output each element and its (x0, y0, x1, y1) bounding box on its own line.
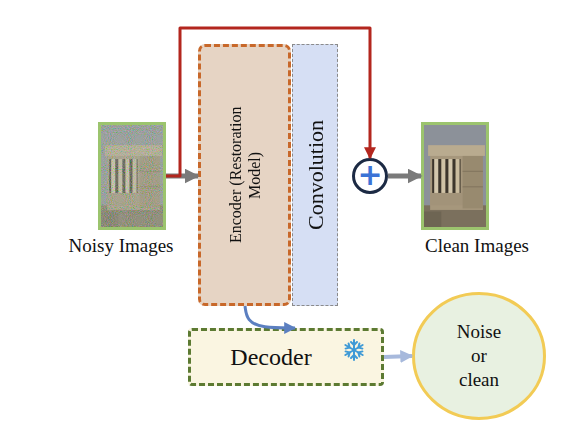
frozen-snowflake-icon (344, 340, 364, 360)
arrow-connector (166, 174, 198, 179)
temple-photo (421, 122, 489, 230)
noise-tint (98, 122, 166, 230)
image-caption: Noisy Images (46, 235, 196, 257)
output-ellipse: Noise or clean (412, 292, 546, 420)
arrow-connector (166, 28, 370, 176)
outline-shape (354, 160, 387, 193)
clean-picture (421, 122, 489, 230)
snowflake-arm (344, 342, 364, 357)
temple-photo (98, 122, 166, 230)
node-label: Noise or clean (449, 320, 509, 392)
arrow-connector (384, 356, 412, 357)
sum-circle: + (352, 158, 388, 194)
node-label: + (357, 160, 382, 190)
snowflake-arm (344, 342, 364, 357)
input-image: Noisy Images (98, 122, 166, 230)
arrow-connector (245, 306, 295, 328)
encoder-box: Encoder (Restoration Model) (198, 44, 291, 306)
node-label: Convolution (303, 55, 328, 295)
arrow-connector (388, 174, 421, 179)
decoder-box: Decoder (188, 328, 384, 386)
image-caption: Clean Images (402, 235, 552, 257)
output-image: Clean Images (421, 122, 489, 230)
snowflake-arm (351, 340, 357, 360)
noise-overlay (98, 122, 166, 230)
node-label: Encoder (Restoration Model) (226, 104, 264, 246)
convolution-box: Convolution (292, 44, 338, 306)
node-label: Decoder (230, 344, 311, 371)
outline-shape (414, 294, 545, 419)
noisy-picture (98, 122, 166, 230)
